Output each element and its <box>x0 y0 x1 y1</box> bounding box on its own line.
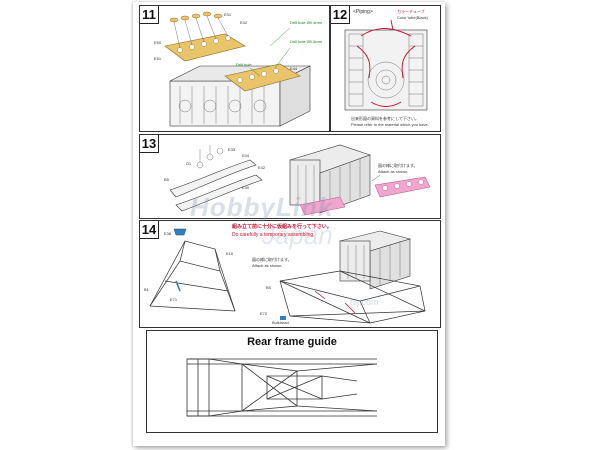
label-e72: E72 <box>260 311 268 316</box>
refer-note-jp: 出来形図の資料を参考にして下さい。 <box>351 116 419 121</box>
label-e42-s13: E42 <box>258 165 266 170</box>
label-b1: B1 <box>144 287 149 292</box>
step-12-number: 12 <box>331 6 350 24</box>
attach-jp-s13: 図の様に取付けます。 <box>378 163 418 168</box>
label-e51: E51 <box>154 56 162 61</box>
label-b5: B5 <box>164 177 169 182</box>
label-drill-hole: Drill hole <box>236 62 252 67</box>
step-14-panel: 14 組み立て前に十分に仮組みを行って下さい。 Do carefully a t… <box>139 220 441 328</box>
label-drill-hole-0-6: Drill hole Ø0.6mm <box>290 39 323 44</box>
label-e10: E10 <box>226 251 234 256</box>
label-e40: E40 <box>242 185 250 190</box>
rear-frame-title: Rear frame guide <box>247 336 337 348</box>
step-13-number: 13 <box>140 135 159 153</box>
step-14-number: 14 <box>140 221 159 239</box>
step-11-illustration <box>164 11 311 127</box>
label-e71: E71 <box>170 297 178 302</box>
piping-title: <Piping> <box>353 9 373 15</box>
refer-note-en: Please refer to the material which you h… <box>351 122 429 127</box>
step-12-panel: 12 <Piping> カラーチューブ Color tube(Black) 出来… <box>330 5 441 132</box>
step-13-panel: 13 <box>139 134 441 219</box>
bulkhead-label: Bulkhead <box>272 320 289 325</box>
label-d1: D1 <box>186 161 192 166</box>
step-11-panel: 11 <box>139 5 330 132</box>
label-e33: E33 <box>228 147 236 152</box>
label-e38: E38 <box>164 231 172 236</box>
instruction-sheet: 11 <box>133 2 445 446</box>
step-12-illustration <box>344 19 428 111</box>
label-drill-hole-0-4: Drill hole Ø0.4mm <box>290 20 323 25</box>
attach-jp-s14: 図の様に取付けます。 <box>252 257 292 262</box>
watermark-text: HobbyLink <box>190 192 334 222</box>
rear-frame-guide-panel: Rear frame guide <box>146 330 438 433</box>
color-tube-jp: カラーチューブ <box>397 9 425 14</box>
attach-en-s13: Attach as shown. <box>378 169 409 174</box>
label-e44: E44 <box>290 66 298 71</box>
warning-en: Do carefully a temporary assembling. <box>232 232 315 238</box>
step-13-illustration <box>169 144 431 216</box>
step-11-number: 11 <box>140 6 159 24</box>
attach-en-s14: Attach as shown. <box>252 263 283 268</box>
rear-frame-drawing <box>186 358 378 417</box>
step-14-illustration <box>149 228 426 324</box>
label-b5-s14: B5 <box>266 285 271 290</box>
label-e34: E34 <box>242 153 250 158</box>
watermark-text-2: Japan <box>262 220 333 250</box>
color-tube-en: Color tube(Black) <box>397 15 428 20</box>
label-e50: E50 <box>154 40 162 45</box>
label-e42: E42 <box>240 20 248 25</box>
warning-jp: 組み立て前に十分に仮組みを行って下さい。 <box>232 224 332 230</box>
watermark-url: hlj.com <box>350 297 379 307</box>
label-e31: E31 <box>224 12 232 17</box>
